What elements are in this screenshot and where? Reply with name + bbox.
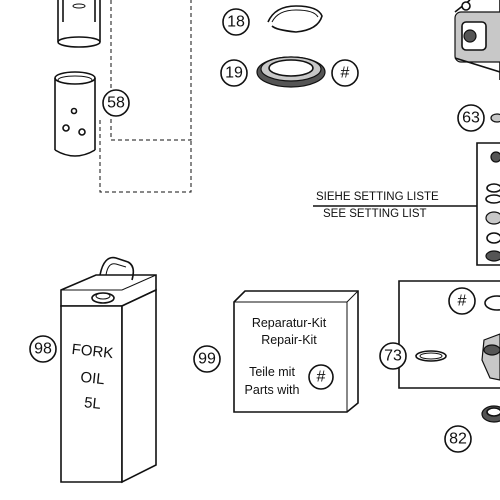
lower-right-box — [398, 280, 500, 389]
part-18-snap-ring — [267, 5, 323, 33]
hash-kit-symbol: # — [317, 369, 326, 386]
oil-can-line1: FORK — [71, 341, 114, 362]
callout-99: 99 — [193, 345, 221, 373]
part-99-repair-kit-box: Reparatur-Kit Repair-Kit Teile mit Parts… — [233, 290, 359, 413]
part-19-seal — [256, 56, 326, 88]
setting-list-note: SIEHE SETTING LISTE SEE SETTING LIST — [316, 191, 439, 220]
hash-badge-kit: # — [308, 364, 334, 390]
setting-note-line1: SIEHE SETTING LISTE — [316, 191, 439, 203]
top-right-fitting — [454, 0, 500, 80]
callout-19-number: 19 — [225, 65, 243, 82]
setting-note-line2: SEE SETTING LIST — [323, 208, 427, 220]
callout-18: 18 — [222, 8, 250, 36]
oil-can-line3: 5L — [83, 394, 101, 413]
fork-tube-part — [57, 0, 101, 48]
repair-kit-line4: Parts with — [245, 383, 300, 397]
repair-kit-line2: Repair-Kit — [261, 333, 317, 347]
callout-18-number: 18 — [227, 14, 245, 31]
hash-badge-right: # — [448, 287, 476, 315]
callout-82-number: 82 — [449, 431, 467, 448]
callout-73: 73 — [379, 342, 407, 370]
assembly-dashed-line — [99, 0, 192, 193]
callout-58: 58 — [102, 89, 130, 117]
part-63-small-nut — [490, 113, 500, 123]
part-98-fork-oil-can: FORK OIL 5L — [60, 256, 157, 484]
callout-63: 63 — [457, 104, 485, 132]
oil-can-line2: OIL — [80, 369, 106, 388]
callout-73-number: 73 — [384, 348, 402, 365]
right-box-parts — [415, 295, 500, 381]
hash-right-symbol: # — [458, 293, 467, 310]
callout-99-number: 99 — [198, 351, 216, 368]
hash-19-symbol: # — [341, 65, 350, 82]
repair-kit-line3: Teile mit — [249, 365, 295, 379]
callout-58-number: 58 — [107, 95, 125, 112]
callout-98: 98 — [29, 335, 57, 363]
setting-bracket-line — [313, 142, 500, 266]
hash-badge-19: # — [331, 59, 359, 87]
callout-98-number: 98 — [34, 341, 52, 358]
part-82-ring — [481, 405, 500, 423]
repair-kit-line1: Reparatur-Kit — [252, 316, 327, 330]
oil-can-label: FORK OIL 5L — [71, 341, 114, 413]
callout-63-number: 63 — [462, 110, 480, 127]
callout-19: 19 — [220, 59, 248, 87]
callout-82: 82 — [444, 425, 472, 453]
part-58-bushing — [54, 71, 96, 157]
setting-stack-parts — [485, 151, 500, 262]
